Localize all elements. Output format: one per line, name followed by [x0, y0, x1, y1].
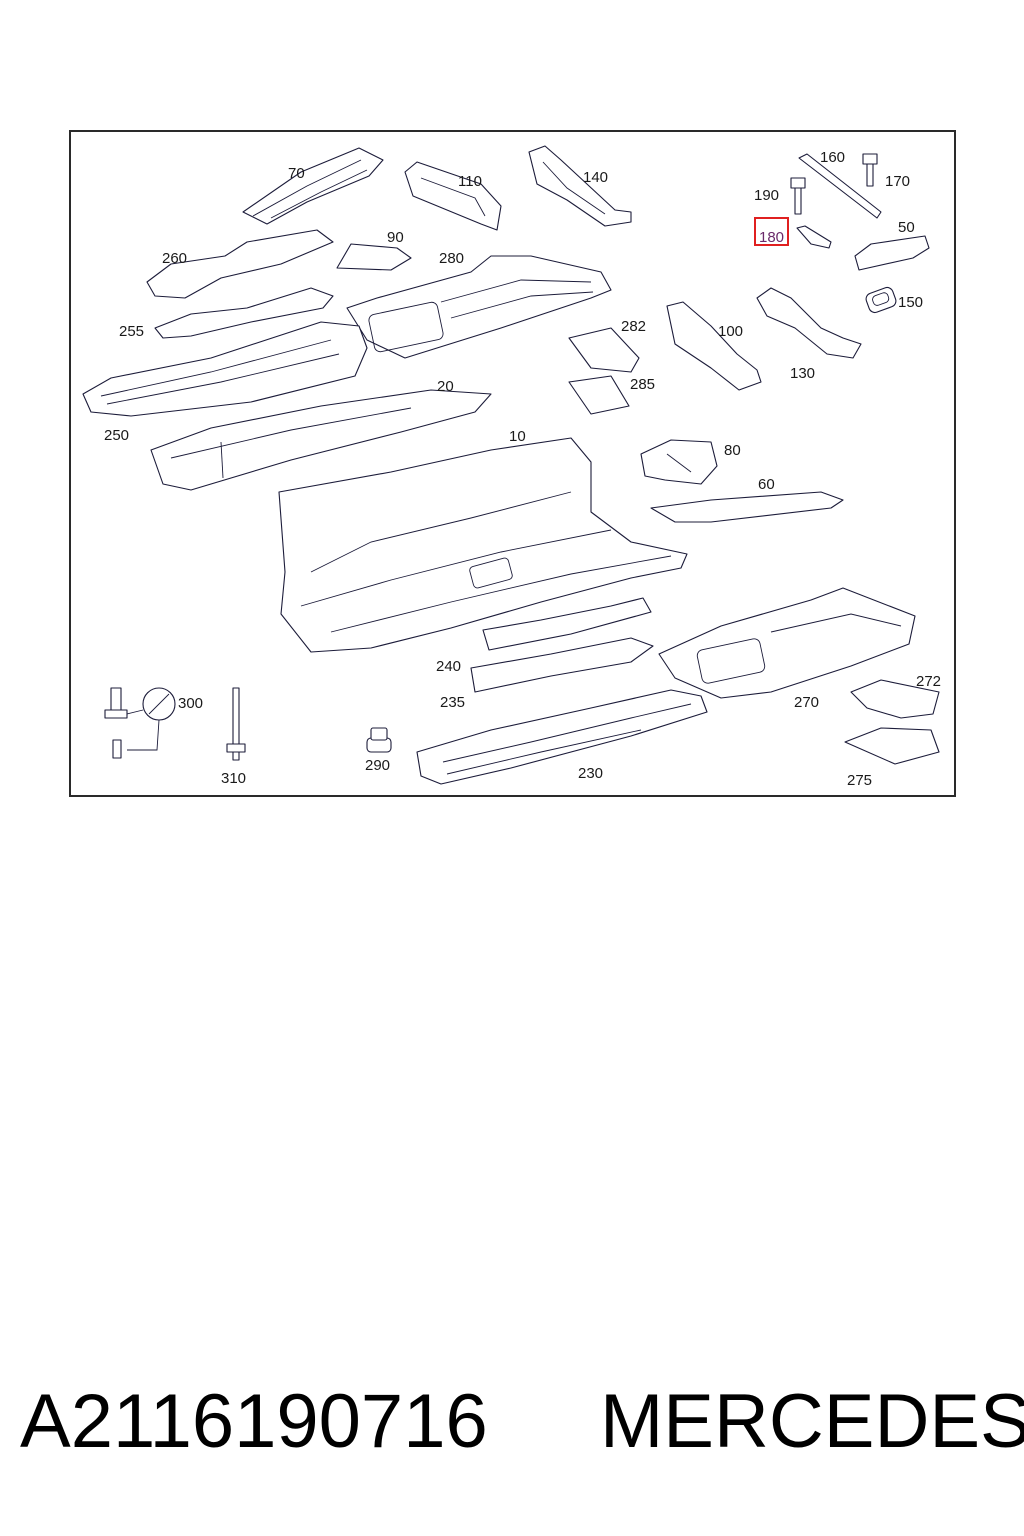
- part-caption: A2116190716 MERCEDES: [20, 1372, 1024, 1472]
- callout-272: 272: [916, 673, 941, 690]
- callout-300: 300: [178, 695, 203, 712]
- callout-282: 282: [621, 318, 646, 335]
- exploded-view-svg: 70 110 140 160 170 190 50 180 90 260 280…: [82, 145, 941, 789]
- part-270: [658, 587, 916, 699]
- callout-150: 150: [898, 294, 923, 311]
- brand-name: MERCEDES: [600, 1379, 1024, 1464]
- callout-240: 240: [436, 658, 461, 675]
- part-10: [278, 437, 688, 653]
- part-180: [796, 225, 832, 249]
- part-170-bolt: [862, 153, 878, 187]
- part-20: [150, 389, 492, 491]
- callout-190: 190: [754, 187, 779, 204]
- callout-310: 310: [221, 770, 246, 787]
- callout-100: 100: [718, 323, 743, 340]
- callout-80: 80: [724, 442, 741, 459]
- part-240: [482, 597, 652, 651]
- part-150-grommet: [865, 286, 897, 314]
- part-230: [416, 689, 708, 785]
- part-310-bolt: [226, 687, 246, 761]
- callout-290: 290: [365, 757, 390, 774]
- callout-285: 285: [630, 376, 655, 393]
- callout-260: 260: [162, 250, 187, 267]
- callout-130: 130: [790, 365, 815, 382]
- callout-280: 280: [439, 250, 464, 267]
- callout-170: 170: [885, 173, 910, 190]
- part-70: [242, 147, 384, 225]
- callout-235: 235: [440, 694, 465, 711]
- callout-70: 70: [288, 165, 305, 182]
- part-90: [336, 243, 412, 271]
- callout-270: 270: [794, 694, 819, 711]
- callout-110: 110: [458, 173, 482, 190]
- part-235: [470, 637, 654, 693]
- part-255: [154, 287, 334, 339]
- parts-diagram: 70 110 140 160 170 190 50 180 90 260 280…: [69, 130, 956, 797]
- part-80: [640, 439, 718, 485]
- part-275: [844, 727, 940, 765]
- callout-10: 10: [509, 428, 526, 445]
- part-260: [146, 229, 334, 299]
- part-110: [404, 161, 502, 231]
- part-50: [854, 235, 930, 271]
- part-100: [666, 301, 762, 391]
- callout-250: 250: [104, 427, 129, 444]
- callout-160: 160: [820, 149, 845, 166]
- part-130: [756, 287, 862, 359]
- highlight-box: [754, 217, 789, 246]
- part-282: [568, 327, 640, 373]
- callout-60: 60: [758, 476, 775, 493]
- callout-275: 275: [847, 772, 872, 789]
- part-250: [82, 321, 368, 417]
- callout-20: 20: [437, 378, 454, 395]
- part-number: A2116190716: [20, 1379, 488, 1464]
- callout-255: 255: [119, 323, 144, 340]
- callout-90: 90: [387, 229, 404, 246]
- part-60: [650, 491, 844, 523]
- part-285: [568, 375, 630, 415]
- callout-140: 140: [583, 169, 608, 186]
- part-140: [528, 145, 632, 227]
- part-190-bolt: [790, 177, 806, 215]
- part-272: [850, 679, 940, 719]
- part-160: [798, 153, 882, 219]
- callout-230: 230: [578, 765, 603, 782]
- part-290-nut: [366, 727, 392, 753]
- part-280: [346, 255, 612, 359]
- callout-180: 180: [759, 229, 784, 246]
- callout-50: 50: [898, 219, 915, 236]
- part-300-fasteners: [104, 687, 176, 759]
